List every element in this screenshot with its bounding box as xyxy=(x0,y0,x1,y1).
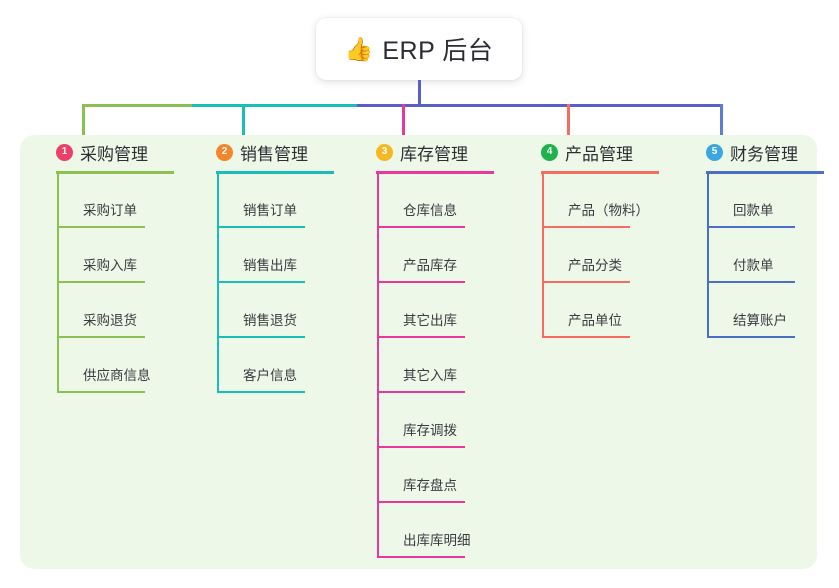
branch-item-rule xyxy=(377,501,465,503)
bus-segment-root xyxy=(357,104,720,107)
branch-item-rule xyxy=(377,226,465,228)
branch-item-label: 供应商信息 xyxy=(83,368,151,383)
branch-item-rule xyxy=(377,391,465,393)
branch-item-label: 销售订单 xyxy=(243,203,297,218)
branch-item-label: 产品单位 xyxy=(568,313,622,328)
branch-spine-5 xyxy=(707,173,709,338)
branch-header-rule-5 xyxy=(706,171,824,174)
branch-badge-3: 3 xyxy=(376,143,393,161)
branch-spine-2 xyxy=(217,173,219,393)
branch-title-4: 产品管理 xyxy=(565,144,633,164)
branch-drop-2 xyxy=(242,104,245,137)
branch-badge-2: 2 xyxy=(216,143,233,161)
branch-header-rule-4 xyxy=(541,171,659,174)
branch-item-label: 产品（物料） xyxy=(568,203,649,218)
branch-header-5[interactable]: 5 财务管理 xyxy=(686,135,798,169)
branch-item-rule xyxy=(707,336,795,338)
branch-item-rule xyxy=(542,281,630,283)
branch-item-rule xyxy=(707,226,795,228)
branch-badge-4: 4 xyxy=(541,143,558,161)
thumbs-up-icon: 👍 xyxy=(344,35,374,62)
branch-item-label: 库存调拨 xyxy=(403,423,457,438)
branch-header-1[interactable]: 1 采购管理 xyxy=(36,135,148,169)
bus-segment-sales xyxy=(192,104,357,107)
branch-item-label: 付款单 xyxy=(733,258,774,273)
branch-column-1: 1 采购管理采购订单采购入库采购退货供应商信息 xyxy=(36,135,174,393)
branch-header-rule-3 xyxy=(376,171,494,174)
branch-spine-3 xyxy=(377,173,379,558)
branch-item-rule xyxy=(217,336,305,338)
branch-item-label: 销售出库 xyxy=(243,258,297,273)
branch-item-rule xyxy=(217,226,305,228)
branch-item-label: 产品分类 xyxy=(568,258,622,273)
branch-item-rule xyxy=(57,281,145,283)
branch-item-rule xyxy=(57,391,145,393)
branch-header-4[interactable]: 4 产品管理 xyxy=(521,135,633,169)
branch-item-rule xyxy=(542,336,630,338)
branch-item-label: 其它入库 xyxy=(403,368,457,383)
branch-badge-1: 1 xyxy=(56,143,73,161)
branch-item-rule xyxy=(217,281,305,283)
branch-item-rule xyxy=(377,281,465,283)
root-node[interactable]: 👍 ERP 后台 xyxy=(316,18,522,80)
branches-panel: 1 采购管理采购订单采购入库采购退货供应商信息 2 销售管理销售订单销售出库销售退货客… xyxy=(20,135,824,569)
bus-segment-purchasing xyxy=(82,104,192,107)
branch-item-label: 销售退货 xyxy=(243,313,297,328)
branch-item-rule xyxy=(217,391,305,393)
branch-header-2[interactable]: 2 销售管理 xyxy=(196,135,308,169)
root-stem-connector xyxy=(418,80,421,104)
branch-item-rule xyxy=(57,336,145,338)
root-node-title: ERP 后台 xyxy=(382,37,494,65)
branch-item-label: 采购退货 xyxy=(83,313,137,328)
branch-item-rule xyxy=(377,446,465,448)
branch-item-label: 仓库信息 xyxy=(403,203,457,218)
branch-item-label: 库存盘点 xyxy=(403,478,457,493)
branch-spine-1 xyxy=(57,173,59,393)
branch-column-5: 5 财务管理回款单付款单结算账户 xyxy=(686,135,824,338)
branch-title-3: 库存管理 xyxy=(400,144,468,164)
branch-item-label: 产品库存 xyxy=(403,258,457,273)
branch-header-rule-1 xyxy=(56,171,174,174)
branch-title-1: 采购管理 xyxy=(80,144,148,164)
branch-item-label: 结算账户 xyxy=(733,313,787,328)
branch-header-rule-2 xyxy=(216,171,334,174)
branch-item-rule xyxy=(57,226,145,228)
branch-column-3: 3 库存管理仓库信息产品库存其它出库其它入库库存调拨库存盘点出库库明细 xyxy=(356,135,494,558)
branch-item-label: 其它出库 xyxy=(403,313,457,328)
branch-drop-4 xyxy=(567,104,570,137)
branch-title-2: 销售管理 xyxy=(240,144,308,164)
branch-item-rule xyxy=(377,336,465,338)
root-node-content: 👍 ERP 后台 xyxy=(345,31,494,67)
branch-header-3[interactable]: 3 库存管理 xyxy=(356,135,468,169)
branch-item-rule xyxy=(377,556,465,558)
branch-column-2: 2 销售管理销售订单销售出库销售退货客户信息 xyxy=(196,135,334,393)
branch-item-label: 采购入库 xyxy=(83,258,137,273)
branch-item-label: 客户信息 xyxy=(243,368,297,383)
branch-column-4: 4 产品管理产品（物料） 产品分类产品单位 xyxy=(521,135,659,338)
branch-item-rule xyxy=(542,226,630,228)
branch-item-rule xyxy=(707,281,795,283)
branch-item-label: 回款单 xyxy=(733,203,774,218)
branch-drop-5 xyxy=(720,104,723,137)
branch-item-label: 出库库明细 xyxy=(403,533,471,548)
branch-item-label: 采购订单 xyxy=(83,203,137,218)
branch-badge-5: 5 xyxy=(706,143,723,161)
branch-spine-4 xyxy=(542,173,544,338)
branch-drop-1 xyxy=(82,104,85,137)
branch-title-5: 财务管理 xyxy=(730,144,798,164)
branch-drop-3 xyxy=(402,104,405,137)
